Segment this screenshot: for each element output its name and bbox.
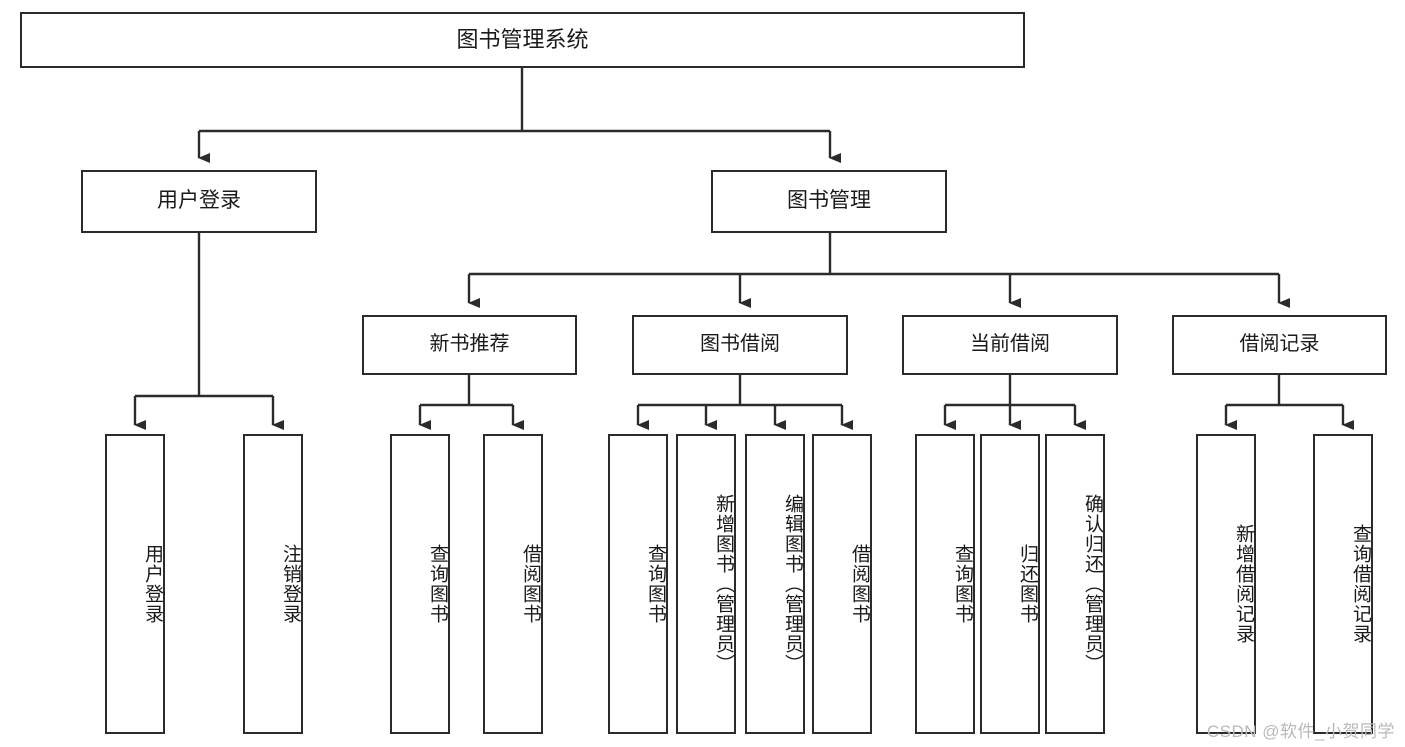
node-leaf-add-record[interactable]: 新增借阅记录	[1196, 434, 1256, 734]
node-leaf-query-record-label: 查询借阅记录	[1350, 524, 1371, 644]
node-borrow-record-label: 借阅记录	[1239, 333, 1320, 356]
node-book-borrow-label: 图书借阅	[700, 333, 780, 356]
node-new-book-recommend[interactable]: 新书推荐	[362, 315, 577, 375]
node-leaf-add-record-label: 新增借阅记录	[1233, 524, 1254, 644]
node-leaf-logout-login[interactable]: 注销登录	[243, 434, 303, 734]
node-leaf-user-login-label: 用户登录	[142, 544, 163, 624]
node-book-manage[interactable]: 图书管理	[711, 170, 947, 233]
node-leaf-add-book-label: 新增图书（管理员）	[713, 494, 734, 674]
node-leaf-edit-book[interactable]: 编辑图书（管理员）	[745, 434, 805, 734]
node-leaf-borrow-book-1-label: 借阅图书	[520, 544, 541, 624]
node-leaf-confirm-return-label: 确认归还（管理员）	[1082, 494, 1103, 674]
node-leaf-borrow-book-1[interactable]: 借阅图书	[483, 434, 543, 734]
node-leaf-query-book-3[interactable]: 查询图书	[915, 434, 975, 734]
node-root[interactable]: 图书管理系统	[20, 12, 1025, 68]
node-leaf-query-book-3-label: 查询图书	[952, 544, 973, 624]
node-leaf-query-book-2[interactable]: 查询图书	[608, 434, 668, 734]
node-leaf-return-book[interactable]: 归还图书	[980, 434, 1040, 734]
node-new-book-recommend-label: 新书推荐	[429, 333, 510, 356]
node-leaf-add-book[interactable]: 新增图书（管理员）	[676, 434, 736, 734]
node-user-login-label: 用户登录	[157, 189, 241, 213]
watermark-text: CSDN @软件_小贺同学	[1206, 722, 1395, 741]
node-borrow-record[interactable]: 借阅记录	[1172, 315, 1387, 375]
node-current-borrow[interactable]: 当前借阅	[902, 315, 1118, 375]
node-leaf-edit-book-label: 编辑图书（管理员）	[782, 494, 803, 674]
node-leaf-return-book-label: 归还图书	[1017, 544, 1038, 624]
node-leaf-query-book-1-label: 查询图书	[427, 544, 448, 624]
node-current-borrow-label: 当前借阅	[970, 333, 1050, 356]
node-user-login[interactable]: 用户登录	[81, 170, 317, 233]
node-book-manage-label: 图书管理	[787, 189, 871, 213]
node-leaf-borrow-book-2-label: 借阅图书	[849, 544, 870, 624]
node-leaf-query-record[interactable]: 查询借阅记录	[1313, 434, 1373, 734]
node-leaf-query-book-1[interactable]: 查询图书	[390, 434, 450, 734]
node-leaf-borrow-book-2[interactable]: 借阅图书	[812, 434, 872, 734]
node-leaf-user-login[interactable]: 用户登录	[105, 434, 165, 734]
node-root-label: 图书管理系统	[456, 27, 589, 53]
node-book-borrow[interactable]: 图书借阅	[632, 315, 848, 375]
node-leaf-confirm-return[interactable]: 确认归还（管理员）	[1045, 434, 1105, 734]
node-leaf-logout-login-label: 注销登录	[280, 544, 301, 624]
node-leaf-query-book-2-label: 查询图书	[645, 544, 666, 624]
